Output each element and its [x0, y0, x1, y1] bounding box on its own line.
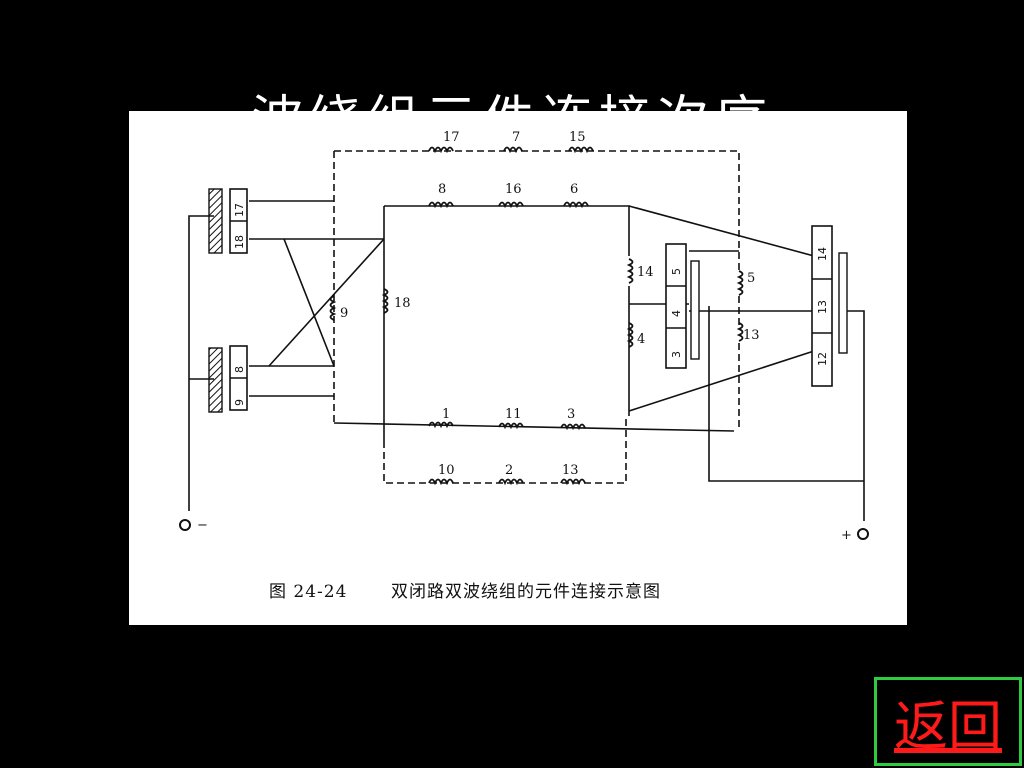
- circuit-diagram: 17 7 15 8 16 6 1 11 3 10 2 13 9 18 14 4 …: [179, 130, 869, 602]
- label-8: 8: [438, 182, 446, 197]
- label-13-right: 13: [743, 328, 760, 343]
- seg-18-left: 18: [233, 235, 246, 249]
- seg-5-mid: 5: [670, 268, 683, 275]
- label-2: 2: [505, 463, 513, 478]
- coil-2: [498, 478, 524, 486]
- coil-18: [381, 288, 389, 314]
- coil-17: [428, 146, 454, 154]
- coil-8: [428, 201, 454, 209]
- coil-13-right: [736, 322, 744, 342]
- commutator-left-upper: 18 17: [229, 188, 248, 254]
- label-4: 4: [637, 332, 645, 347]
- back-button[interactable]: 返回: [874, 677, 1022, 766]
- label-14: 14: [637, 265, 654, 280]
- solid-top-wire: [384, 205, 630, 256]
- label-17: 17: [443, 130, 460, 145]
- coil-13-bottom: [560, 478, 586, 486]
- figure-caption-text: 双闭路双波绕组的元件连接示意图: [391, 582, 661, 602]
- label-16: 16: [505, 182, 522, 197]
- seg-12-right: 12: [816, 352, 829, 366]
- terminal-positive-icon: [857, 528, 869, 540]
- label-15: 15: [569, 130, 586, 145]
- seg-8-left: 8: [233, 366, 246, 373]
- label-6: 6: [570, 182, 578, 197]
- dashed-top-wire: [334, 150, 740, 271]
- brush-middle: [690, 260, 700, 360]
- coil-1: [428, 421, 454, 429]
- terminal-positive-label: +: [841, 528, 852, 543]
- commutator-middle: 5 4 3: [665, 243, 687, 369]
- seg-14-right: 14: [816, 247, 829, 261]
- seg-3-mid: 3: [670, 351, 683, 358]
- brush-left-upper: [208, 188, 223, 254]
- brush-right: [838, 252, 848, 354]
- terminal-negative-icon: [179, 519, 191, 531]
- coil-5: [736, 270, 744, 296]
- coil-14: [626, 258, 634, 284]
- solid-bottom-wire: [333, 422, 735, 432]
- coil-16: [498, 201, 524, 209]
- commutator-left-lower: 9 8: [229, 345, 248, 411]
- terminal-negative-label: −: [197, 518, 208, 533]
- label-13-bottom: 13: [562, 463, 579, 478]
- coil-7: [503, 146, 523, 154]
- seg-17-left: 17: [233, 203, 246, 217]
- coil-6: [563, 201, 589, 209]
- coil-3: [560, 423, 586, 431]
- coil-15: [568, 146, 594, 154]
- seg-13-right: 13: [816, 300, 829, 314]
- label-3: 3: [567, 407, 575, 422]
- figure-caption-number: 图 24-24: [269, 582, 347, 602]
- seg-9-left: 9: [233, 399, 246, 406]
- label-5: 5: [747, 271, 755, 286]
- coil-9: [329, 295, 337, 321]
- label-7: 7: [512, 130, 520, 145]
- coil-10: [428, 478, 454, 486]
- coil-4: [626, 322, 634, 348]
- label-11: 11: [505, 407, 522, 422]
- commutator-right: 14 13 12: [811, 225, 833, 387]
- brush-left-lower: [208, 347, 223, 413]
- label-10: 10: [438, 463, 455, 478]
- circuit-diagram-panel: 17 7 15 8 16 6 1 11 3 10 2 13 9 18 14 4 …: [129, 111, 907, 625]
- label-9: 9: [340, 306, 348, 321]
- seg-4-mid: 4: [670, 310, 683, 317]
- coil-11: [498, 422, 524, 430]
- label-1: 1: [442, 407, 450, 422]
- label-18: 18: [394, 296, 411, 311]
